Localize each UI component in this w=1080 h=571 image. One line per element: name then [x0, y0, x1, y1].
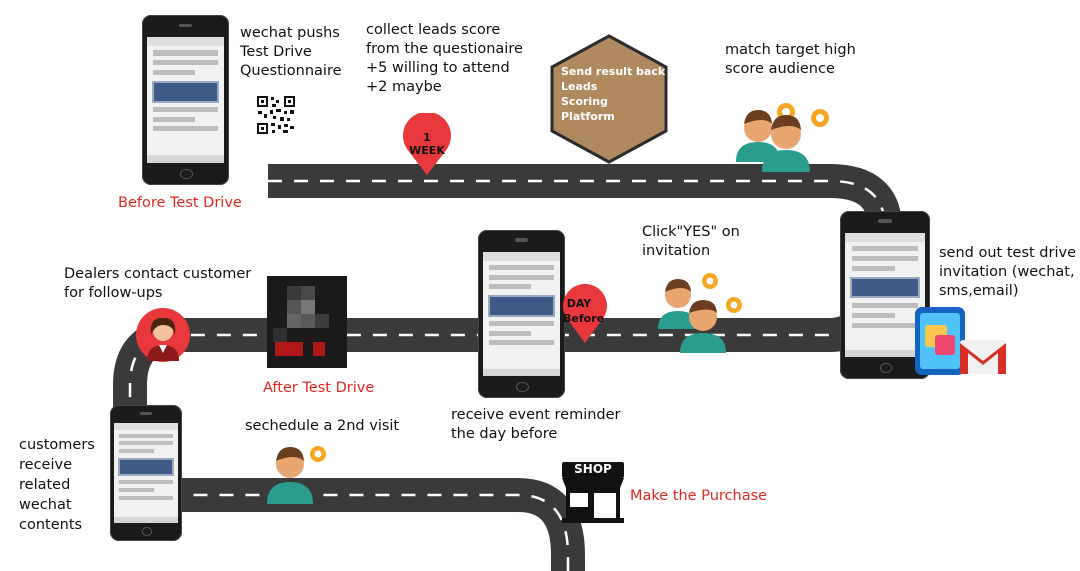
- click-yes-people-icon: [658, 273, 742, 353]
- send-invitation-label: send out test drive invitation (wechat, …: [939, 245, 1076, 299]
- after-test-drive-label: After Test Drive: [263, 380, 375, 396]
- day-before-marker-line1: DAY: [566, 297, 592, 310]
- invitation-app-icon: [915, 307, 965, 375]
- dealer-avatar-icon: [136, 308, 190, 362]
- click-yes-label: Click"YES" on invitation: [642, 224, 740, 259]
- match-target-label: match target high score audience: [725, 42, 856, 77]
- phone-wechat-contents: [110, 405, 182, 541]
- make-purchase-label: Make the Purchase: [630, 488, 768, 504]
- hexagon-text-line1: Send result back to: [561, 65, 682, 78]
- one-week-marker-icon: [403, 113, 451, 175]
- wechat-push-label: wechat pushs Test Drive Questionnaire: [240, 25, 342, 79]
- second-visit-person-icon: [267, 446, 326, 504]
- collect-leads-label: collect leads score from the questionair…: [366, 22, 523, 95]
- gmail-icon: [960, 340, 1006, 374]
- shop-icon: [562, 462, 624, 523]
- blurred-photo: [267, 276, 347, 368]
- receive-reminder-label: receive event reminder the day before: [451, 407, 621, 442]
- hexagon-text-line3: Scoring: [561, 95, 608, 108]
- second-visit-label: sechedule a 2nd visit: [245, 418, 400, 434]
- hexagon-text-line4: Platform: [561, 110, 615, 123]
- target-audience-people-icon: [736, 103, 829, 172]
- day-before-marker-icon: [563, 283, 607, 343]
- dealers-contact-label: Dealers contact customer for follow-ups: [64, 266, 252, 301]
- customers-receive-label: customers receive related wechat content…: [19, 437, 95, 533]
- phone-wechat-questionnaire: [142, 15, 229, 185]
- phone-event-reminder: [478, 230, 565, 398]
- leads-scoring-hexagon: [550, 34, 668, 164]
- qr-code-icon: [256, 95, 296, 135]
- day-before-marker-line2: Before: [563, 312, 605, 325]
- hexagon-text-line2: Leads: [561, 80, 598, 93]
- before-test-drive-label: Before Test Drive: [118, 195, 242, 211]
- one-week-marker-label: 1 WEEK: [409, 131, 445, 157]
- shop-sign-label: SHOP: [574, 462, 612, 476]
